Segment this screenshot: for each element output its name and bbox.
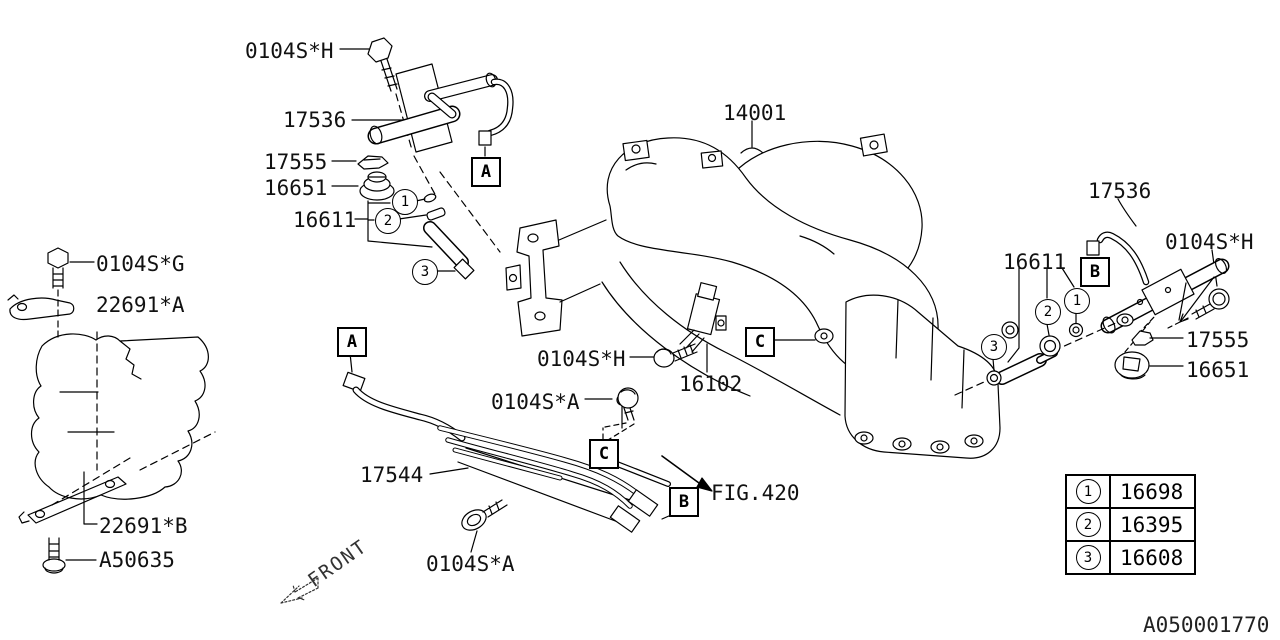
part-label-pipe-assembly: 17544: [360, 463, 424, 487]
part-label-bolt-0104s-h-mid: 0104S*H: [537, 347, 626, 371]
callout-box-a-0: A: [471, 157, 501, 187]
engine-outline-sketch: [7, 247, 216, 574]
circled-number-3-5: 3: [981, 334, 1007, 360]
legend-part-number: 16395: [1109, 509, 1194, 540]
part-label-fuel-rail-lh: 17536: [283, 108, 347, 132]
part-label-damper-rh: 16651: [1186, 358, 1250, 382]
callout-box-a-1: A: [337, 327, 367, 357]
legend-circled-number: 1: [1075, 479, 1101, 504]
part-label-figure-reference: FIG.420: [711, 481, 800, 505]
part-label-bolt-0104s-a-upper: 0104S*A: [491, 390, 580, 414]
part-label-clip-lh: 17555: [264, 150, 328, 174]
part-label-intake-manifold: 14001: [723, 101, 787, 125]
part-label-fuel-rail-rh: 17536: [1088, 179, 1152, 203]
legend-row-16698: 1 16698: [1067, 476, 1194, 509]
legend-table: 1 16698 2 16395 3 16608: [1065, 474, 1196, 575]
part-label-bolt-0104s-a-lower: 0104S*A: [426, 552, 515, 576]
circled-number-3-2: 3: [412, 259, 438, 285]
part-label-injector-seal-set-rh: 16611: [1003, 250, 1067, 274]
legend-circled-number: 3: [1075, 545, 1101, 570]
callout-box-b-2: B: [1080, 257, 1110, 287]
pipe-assembly-17544-drawing: [342, 352, 713, 553]
fuel-rail-rh-drawing: [954, 198, 1230, 396]
legend-part-number: 16608: [1109, 542, 1194, 573]
fuel-rail-lh-drawing: [331, 37, 514, 280]
callout-box-b-3: B: [669, 487, 699, 517]
circled-number-2-4: 2: [1035, 299, 1061, 325]
circled-number-1-3: 1: [1064, 288, 1090, 314]
callout-box-c-5: C: [589, 439, 619, 469]
part-label-bolt-a50635: A50635: [99, 548, 175, 572]
part-label-injector-seal-set-lh: 16611: [293, 208, 357, 232]
intake-manifold-drawing: [505, 120, 1019, 459]
bolt-0104s-g-drawing: [47, 247, 69, 339]
part-label-bracket-22691-a: 22691*A: [96, 293, 185, 317]
bolt-a50635-drawing: [42, 537, 97, 574]
part-label-bolt-0104s-h-top-left: 0104S*H: [245, 39, 334, 63]
part-label-clip-rh: 17555: [1186, 328, 1250, 352]
part-label-damper-lh: 16651: [264, 176, 328, 200]
legend-part-number: 16698: [1109, 476, 1194, 507]
drawing-number: A050001770: [1143, 613, 1270, 637]
part-label-purge-control-valve: 16102: [679, 372, 743, 396]
legend-circled-number: 2: [1075, 512, 1101, 537]
circled-number-2-1: 2: [375, 208, 401, 234]
legend-row-16608: 3 16608: [1067, 542, 1194, 573]
legend-row-16395: 2 16395: [1067, 509, 1194, 542]
part-label-bolt-0104s-g: 0104S*G: [96, 252, 185, 276]
front-direction-arrow: [280, 577, 319, 604]
part-label-bolt-0104s-h-right: 0104S*H: [1165, 230, 1254, 254]
part-label-bracket-22691-b: 22691*B: [99, 514, 188, 538]
callout-box-c-4: C: [745, 327, 775, 357]
purge-valve-drawing: [629, 282, 727, 373]
